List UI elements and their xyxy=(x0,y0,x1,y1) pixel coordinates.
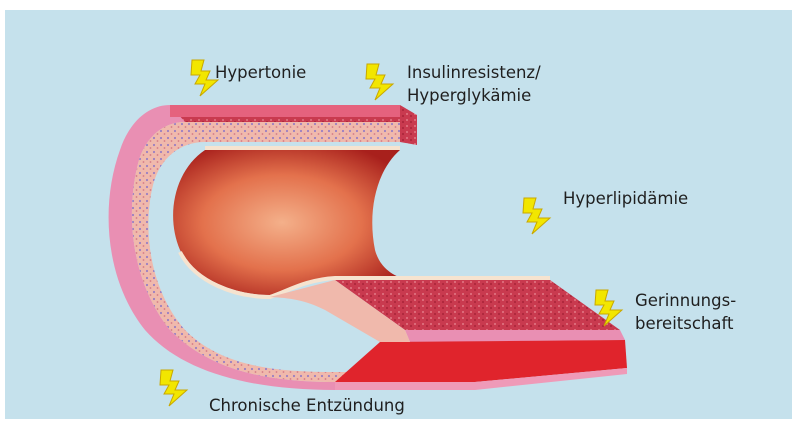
lightning-bolt-icon xyxy=(520,196,554,236)
label-hypertonie: Hypertonie xyxy=(215,62,306,84)
label-insulinresistenz: Insulinresistenz/ xyxy=(407,62,541,84)
label-bereitschaft: bereitschaft xyxy=(635,313,733,335)
lightning-bolt-icon xyxy=(157,368,191,408)
lightning-bolt-icon xyxy=(363,62,397,102)
label-chronische-entzuendung: Chronische Entzündung xyxy=(209,395,405,417)
label-gerinnungs: Gerinnungs- xyxy=(635,290,736,312)
lightning-bolt-icon xyxy=(592,288,626,328)
figure-panel: Hypertonie Insulinresistenz/ Hyperglykäm… xyxy=(5,10,792,419)
label-hyperlipidaemie: Hyperlipidämie xyxy=(563,188,688,210)
artery-illustration xyxy=(5,10,792,419)
bottom-band-pink xyxy=(405,330,625,342)
top-band-upper xyxy=(170,105,400,117)
label-hyperglykaemie: Hyperglykämie xyxy=(407,85,531,107)
